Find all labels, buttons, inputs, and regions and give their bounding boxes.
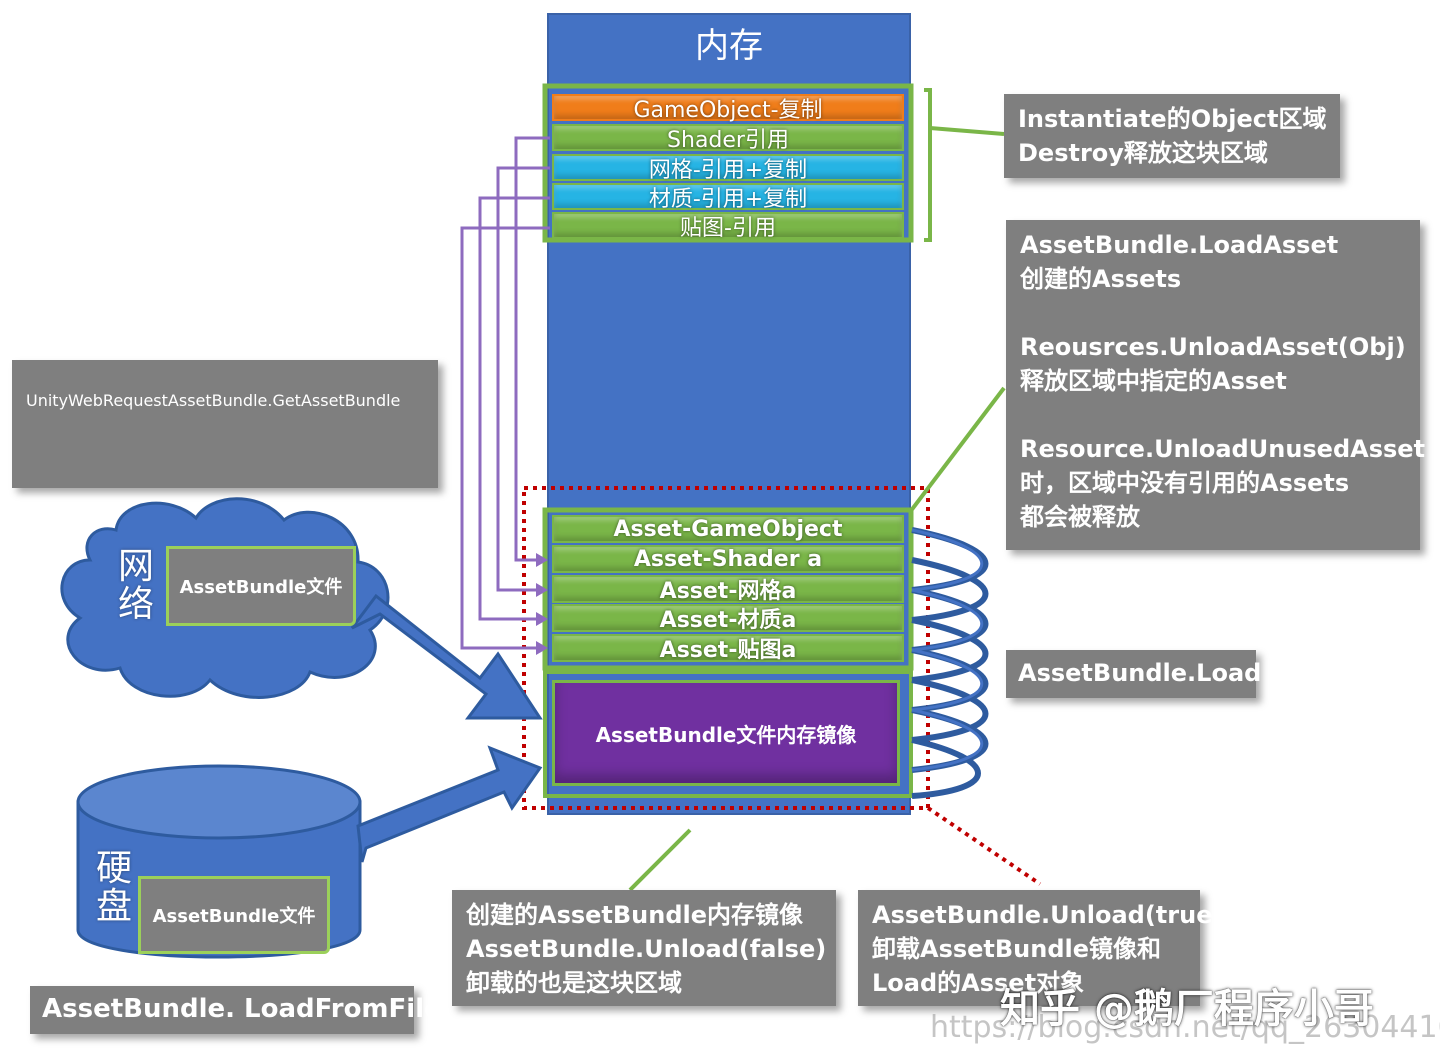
note-load-asset-line2: 创建的Assets [1020,265,1182,293]
note-unload-true-line1: AssetBundle.Unload(true) [872,901,1224,929]
ref-arrow-mesh [496,166,550,592]
top-bar-gameobject: GameObject-复制 [552,94,904,123]
ref-arrow-material [478,196,550,621]
mirror-region-frame [543,670,913,798]
top-bar-texture: 贴图-引用 [552,212,904,241]
network-label-2: 络 [118,584,155,625]
watermark-url: https://blog.csdn.net/qq_26304410 [930,1010,1440,1045]
load-asset-connector [908,386,1006,514]
note-instantiate: Instantiate的Object区域 Destroy释放这块区域 [1004,94,1340,178]
note-instantiate-line1: Instantiate的Object区域 [1018,105,1327,133]
asset-bar-mesh: Asset-网格a [552,575,904,604]
watermark-brand: 知乎 @鹅厂程序小哥 [1000,986,1374,1032]
note-mirror: 创建的AssetBundle内存镜像 AssetBundle.Unload(fa… [452,890,836,1006]
instantiate-bracket [924,88,932,242]
disk-label-1: 硬 [96,848,133,889]
note-assetbundle-load: AssetBundle.Load [1006,650,1262,698]
note-load-from-file: AssetBundle. LoadFromFile [30,986,442,1034]
disk-assetbundle-file: AssetBundle文件 [138,876,330,954]
assetbundle-memory-mirror: AssetBundle文件内存镜像 [552,680,900,786]
note-unload-true-line2: 卸载AssetBundle镜像和 [872,935,1162,963]
instantiate-region-frame [542,83,914,243]
note-load-from-file-text: AssetBundle. LoadFromFile [42,994,442,1024]
reference-arrows [460,136,550,650]
disk-label-2: 盘 [96,886,133,927]
memory-title: 内存 [695,26,763,66]
asset-bar-gameobject: Asset-GameObject [552,515,904,543]
note-web-request-text: UnityWebRequestAssetBundle.GetAssetBundl… [26,391,401,410]
note-instantiate-line2: Destroy释放这块区域 [1018,139,1268,167]
note-unload-unused-line2: 时，区域中没有引用的Assets [1020,469,1350,497]
note-load-asset-line1: AssetBundle.LoadAsset [1020,231,1339,259]
asset-bar-material: Asset-材质a [552,604,904,633]
note-asset-lifecycle: AssetBundle.LoadAsset 创建的Assets Reousrce… [1006,220,1426,550]
load-spiral [911,527,989,799]
top-bar-shader: Shader引用 [552,124,904,153]
note-unload-unused-line3: 都会被释放 [1020,503,1140,531]
note-unload-asset-line2: 释放区域中指定的Asset [1020,367,1287,395]
asset-bar-texture: Asset-贴图a [552,634,904,663]
instantiate-connector [929,126,1005,136]
top-bar-material: 材质-引用+复制 [552,183,904,212]
top-bar-mesh: 网格-引用+复制 [552,154,904,183]
note-mirror-line3: 卸载的也是这块区域 [466,969,682,997]
note-unload-true: AssetBundle.Unload(true) 卸载AssetBundle镜像… [858,890,1224,1006]
reference-arrowheads [536,553,548,655]
load-spiral-highlight [911,528,983,772]
unload-true-connector [926,806,1042,886]
note-unload-asset-line1: Reousrces.UnloadAsset(Obj) [1020,333,1406,361]
note-web-request: UnityWebRequestAssetBundle.GetAssetBundl… [12,360,438,488]
asset-bar-shader: Asset-Shader a [552,545,904,573]
mirror-note-connector [628,828,692,892]
disk-arrow [356,745,543,863]
note-assetbundle-load-text: AssetBundle.Load [1018,659,1262,687]
note-mirror-line2: AssetBundle.Unload(false) [466,935,827,963]
network-arrow [350,593,543,720]
network-assetbundle-file: AssetBundle文件 [166,546,356,626]
note-mirror-line1: 创建的AssetBundle内存镜像 [466,901,804,929]
network-label-1: 网 [118,546,155,587]
note-unload-true-line3: Load的Asset对象 [872,969,1085,997]
ref-arrow-texture [460,226,550,650]
note-unload-unused-line1: Resource.UnloadUnusedAsset [1020,435,1426,463]
ref-arrow-shader [514,136,550,562]
